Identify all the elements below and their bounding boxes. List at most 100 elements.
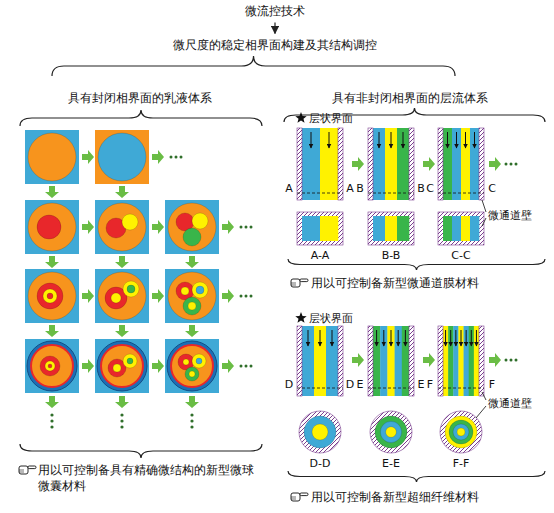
flow-arrow (82, 150, 94, 164)
fluid-layer (469, 326, 474, 396)
ellipsis-dot (170, 156, 173, 159)
label-text: A-A (311, 249, 330, 262)
flow-arrow (45, 256, 59, 268)
cell-ground (25, 269, 79, 323)
droplet (43, 289, 57, 303)
cell-ground (25, 200, 79, 254)
pointing-hand (291, 493, 308, 501)
leader-line (482, 392, 486, 400)
label-text: C-C (451, 249, 470, 262)
droplet (189, 371, 195, 377)
fluid-layer (320, 216, 338, 241)
flow-arrow (152, 150, 164, 164)
ellipsis-dot (180, 156, 183, 159)
microchannel (438, 128, 484, 200)
ellipsis-dot (245, 365, 248, 368)
label-text: 微通道壁 (488, 397, 532, 410)
flow-direction (332, 330, 333, 346)
flow-direction (403, 132, 404, 148)
curly-brace (20, 444, 262, 458)
flow-direction (474, 132, 475, 148)
microchannel (297, 128, 343, 200)
emulsion-cell (25, 130, 79, 184)
droplet (113, 364, 121, 372)
ellipsis-dot (240, 365, 243, 368)
label-text: 层状界面 (309, 112, 353, 125)
fluid-layer (445, 416, 477, 448)
fluid-layer (373, 128, 385, 200)
label-text: B (356, 182, 364, 195)
fluid-layer (380, 326, 388, 396)
fluid-layer (474, 326, 479, 396)
curly-brace (288, 471, 545, 482)
microchannel (297, 326, 343, 396)
fluid-layer (397, 128, 409, 200)
star-symbol (295, 312, 306, 323)
flow-arrow (185, 396, 199, 408)
curly-brace (20, 110, 262, 126)
flow-arrow (45, 396, 59, 408)
text-node: 具有非封闭相界面的层流体系 (329, 89, 491, 108)
channel-wall (479, 128, 484, 200)
cell-ground (95, 339, 149, 393)
fluid-layer (461, 216, 470, 241)
channel-wall (438, 128, 443, 200)
fiber-section (440, 411, 482, 453)
droplet (40, 356, 60, 376)
flow-arrow (489, 353, 501, 367)
ellipsis-dot (190, 425, 193, 428)
section-line (368, 193, 414, 194)
droplet (168, 203, 216, 251)
label-text: 层状界面 (309, 312, 353, 325)
node-text: 微尺度的稳定相界面构建及其结构调控 (173, 37, 377, 54)
label-text: 微通道壁 (488, 209, 532, 222)
ellipsis-dot (120, 425, 123, 428)
label-text: F (489, 378, 495, 391)
flow-direction (376, 330, 377, 346)
star-symbol (295, 112, 306, 123)
droplet (196, 358, 202, 364)
ellipsis-dot (120, 413, 123, 416)
droplet (45, 361, 55, 371)
droplet (183, 228, 201, 246)
section-line (438, 193, 484, 194)
droplet (98, 133, 146, 181)
ellipsis-dot (240, 226, 243, 229)
label-text: E-E (382, 457, 400, 470)
label-text: 用以可控制备具有精确微结构的新型微球微囊材料 (38, 462, 260, 494)
flow-direction (461, 330, 462, 346)
ellipsis-dot (245, 226, 248, 229)
droplet (123, 354, 137, 368)
hand-lines (291, 283, 296, 285)
fluid-layer (470, 128, 479, 200)
emulsion-cell (165, 339, 219, 393)
leader-line (482, 200, 486, 212)
label-text: D (346, 378, 354, 391)
emulsion-cell (165, 269, 219, 323)
fluid-layer (453, 326, 458, 396)
flow-direction (445, 330, 446, 346)
flow-direction (391, 330, 392, 346)
label-text: C (426, 182, 434, 195)
label-text: E (418, 378, 425, 391)
flow-direction (311, 132, 312, 148)
droplet (111, 293, 121, 303)
fluid-layer (443, 216, 452, 241)
fluid-layer (302, 216, 320, 241)
emulsion-cell (95, 200, 149, 254)
hand-finger (28, 466, 36, 469)
flow-direction (329, 132, 330, 148)
channel-wall (438, 326, 443, 396)
hand-finger (300, 279, 308, 282)
droplet (192, 354, 206, 368)
label-text: D-D (310, 457, 331, 470)
channel-wall (338, 128, 343, 200)
flow-arrow (115, 396, 129, 408)
emulsion-cell (95, 269, 149, 323)
flow-arrow (115, 186, 129, 198)
flow-arrow (152, 289, 164, 303)
droplet (28, 203, 76, 251)
droplet (171, 345, 213, 387)
droplet (98, 272, 146, 320)
flow-arrow (82, 359, 94, 373)
